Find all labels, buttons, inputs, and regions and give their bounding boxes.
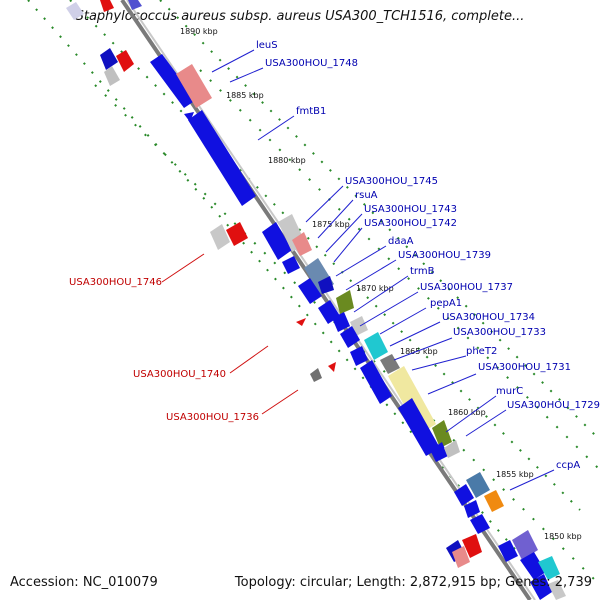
kbp-label: 1885 kbp xyxy=(226,91,264,100)
gene-block-middle xyxy=(262,214,460,462)
gene-label-murC[interactable]: murC xyxy=(496,386,523,397)
gene-label-USA300HOU_1733[interactable]: USA300HOU_1733 xyxy=(453,327,546,338)
kbp-label: 1890 kbp xyxy=(180,27,218,36)
gene-label-fmtB1[interactable]: fmtB1 xyxy=(296,106,326,117)
gene-label-ccpA[interactable]: ccpA xyxy=(556,460,580,471)
gene-label-pepA1[interactable]: pepA1 xyxy=(430,298,462,309)
gene-block-bottom xyxy=(446,472,566,600)
kbp-labels: 1890 kbp 1885 kbp 1880 kbp 1875 kbp 1870… xyxy=(180,27,582,541)
topology-text: Topology: circular; Length: 2,872,915 bp… xyxy=(234,575,592,590)
gene-label-USA300HOU_1748[interactable]: USA300HOU_1748 xyxy=(265,58,358,69)
gene-label-USA300HOU_1743[interactable]: USA300HOU_1743 xyxy=(364,204,457,215)
accession-text: Accession: NC_010079 xyxy=(10,575,158,590)
forward-leader-lines xyxy=(211,49,555,491)
gene-label-USA300HOU_1731[interactable]: USA300HOU_1731 xyxy=(478,362,571,373)
gene-label-pheT2[interactable]: pheT2 xyxy=(466,346,497,357)
gene-label-rsuA[interactable]: rsuA xyxy=(355,190,378,201)
reverse-gene-labels: USA300HOU_1746 USA300HOU_1740 USA300HOU_… xyxy=(69,277,259,423)
green-tick-rings xyxy=(27,0,600,600)
feature-cluster-top xyxy=(66,0,142,86)
map-title: Staphylococcus aureus subsp. aureus USA3… xyxy=(75,9,525,24)
gene-label-USA300HOU_1729[interactable]: USA300HOU_1729 xyxy=(507,400,600,411)
gene-label-USA300HOU_1736[interactable]: USA300HOU_1736 xyxy=(166,412,259,423)
kbp-label: 1855 kbp xyxy=(496,470,534,479)
gene-label-USA300HOU_1740[interactable]: USA300HOU_1740 xyxy=(133,369,226,380)
gene-label-USA300HOU_1734[interactable]: USA300HOU_1734 xyxy=(442,312,535,323)
kbp-label: 1880 kbp xyxy=(268,156,306,165)
gene-label-USA300HOU_1742[interactable]: USA300HOU_1742 xyxy=(364,218,457,229)
gene-label-USA300HOU_1745[interactable]: USA300HOU_1745 xyxy=(345,176,438,187)
kbp-label: 1850 kbp xyxy=(544,532,582,541)
gene-block-leuS xyxy=(150,54,256,206)
gene-label-leuS[interactable]: leuS xyxy=(256,40,278,51)
gene-label-trmB[interactable]: trmB xyxy=(410,266,435,277)
forward-gene-labels: leuS USA300HOU_1748 fmtB1 USA300HOU_1745… xyxy=(256,40,600,471)
kbp-label: 1865 kbp xyxy=(400,347,438,356)
kbp-label: 1860 kbp xyxy=(448,408,486,417)
gene-label-USA300HOU_1746[interactable]: USA300HOU_1746 xyxy=(69,277,162,288)
gene-label-daaA[interactable]: daaA xyxy=(388,236,414,247)
gene-label-USA300HOU_1737[interactable]: USA300HOU_1737 xyxy=(420,282,513,293)
kbp-label: 1870 kbp xyxy=(356,284,394,293)
gene-label-USA300HOU_1739[interactable]: USA300HOU_1739 xyxy=(398,250,491,261)
reverse-features xyxy=(210,222,336,382)
reverse-leader-lines xyxy=(161,253,299,415)
